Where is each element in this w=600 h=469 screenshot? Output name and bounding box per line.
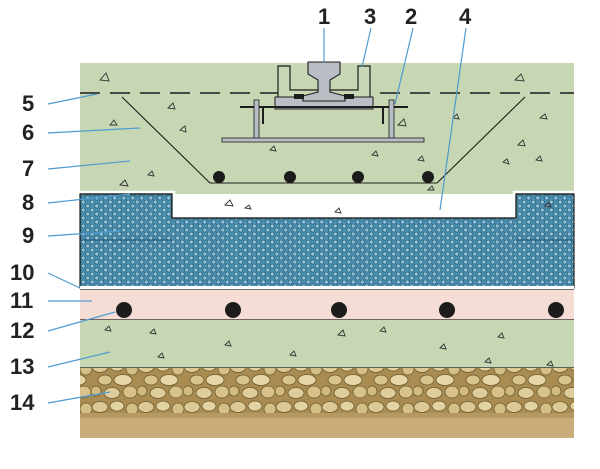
- label-13: 13: [10, 354, 34, 379]
- label-2: 2: [405, 4, 417, 29]
- label-6: 6: [22, 120, 34, 145]
- callout-labels: 1 2 3 4 5 6 7 8 9 10 11 12 13 14: [10, 4, 472, 415]
- label-10: 10: [10, 260, 34, 285]
- label-14: 14: [10, 390, 35, 415]
- hex-grid-layer: [79, 193, 575, 289]
- pink-layer: [80, 290, 574, 321]
- label-4: 4: [459, 4, 472, 29]
- gravel-layer: [80, 368, 574, 438]
- label-8: 8: [22, 190, 34, 215]
- aggregate-marks: [99, 72, 554, 367]
- lower-rebar-row: [116, 302, 564, 318]
- leader-lines: [47, 27, 467, 404]
- label-5: 5: [22, 91, 34, 116]
- rail-fastening-assembly: [221, 61, 425, 143]
- label-12: 12: [10, 318, 34, 343]
- upper-rebar-row: [213, 171, 434, 183]
- label-3: 3: [364, 4, 376, 29]
- separation-layer-8: [80, 190, 574, 219]
- label-9: 9: [22, 223, 34, 248]
- separation-layer-10: [80, 286, 574, 291]
- label-1: 1: [318, 4, 330, 29]
- label-11: 11: [10, 288, 33, 313]
- lower-concrete-layer: [80, 320, 574, 369]
- label-7: 7: [22, 156, 34, 181]
- trough-outline: [121, 96, 526, 184]
